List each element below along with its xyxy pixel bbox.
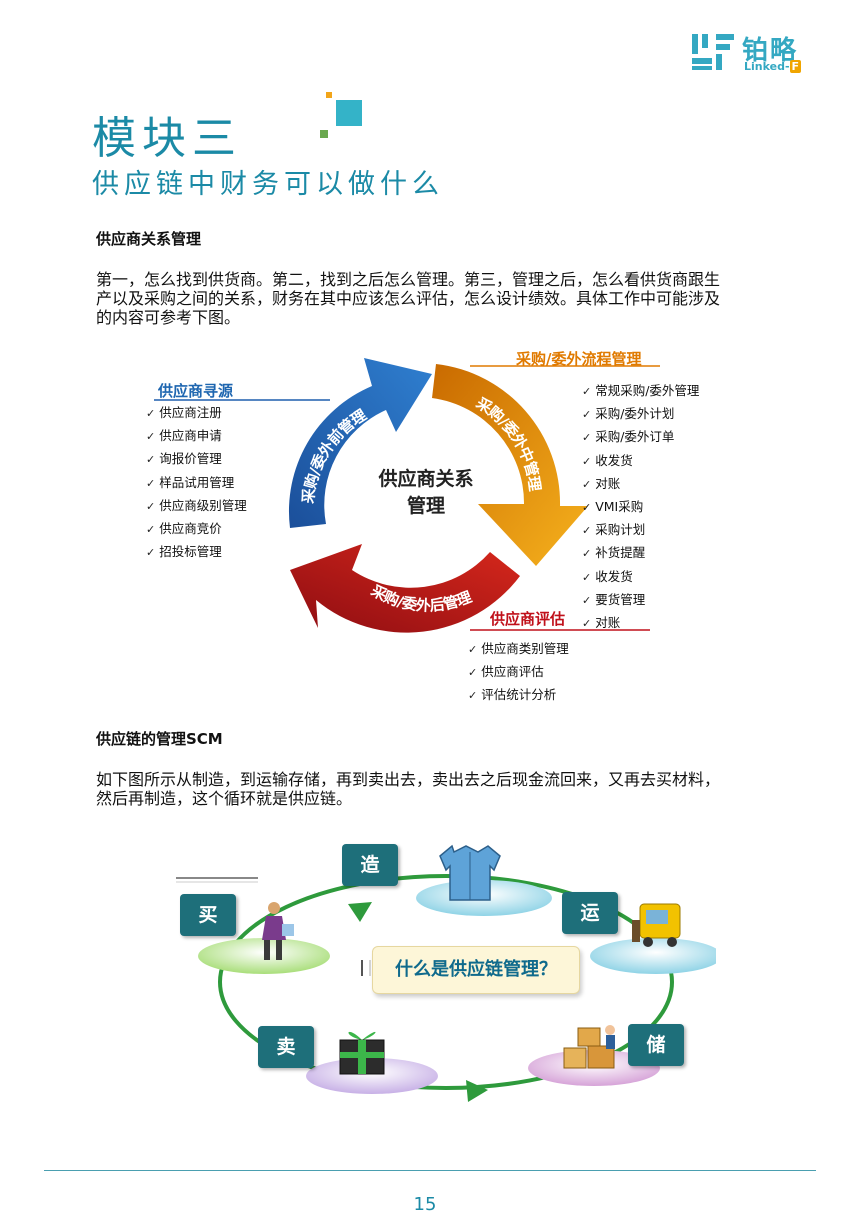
list-item: 评估统计分析 xyxy=(468,684,569,707)
list-item: 收发货 xyxy=(582,566,699,589)
section2-paragraph: 如下图所示从制造，到运输存储，再到卖出去，卖出去之后现金流回来，又再去买材料， … xyxy=(96,770,796,808)
decorative-squares-icon xyxy=(320,92,362,138)
node-make: 造 xyxy=(342,844,398,886)
cycle-path xyxy=(218,874,674,1090)
list-item: 供应商注册 xyxy=(146,402,247,425)
list-title-sourcing: 供应商寻源 xyxy=(158,382,234,400)
list-title-process: 采购/委外流程管理 xyxy=(516,350,642,368)
supplier-relationship-diagram: 采购/委外前管理 采购/委外中管理 采购/委外后管理 供应商关系 管理 供应商寻… xyxy=(140,338,710,708)
delivery-truck-icon xyxy=(632,903,681,947)
list-item: 供应商评估 xyxy=(468,661,569,684)
shopper-icon xyxy=(262,902,294,960)
list-item: 对账 xyxy=(582,612,699,635)
list-item: 采购/委外计划 xyxy=(582,403,699,426)
page-number: 15 xyxy=(413,1194,437,1215)
paragraph-line: 如下图所示从制造，到运输存储，再到卖出去，卖出去之后现金流回来，又再去买材料， xyxy=(96,770,721,789)
logo-mark-icon xyxy=(692,34,734,70)
paragraph-line: 然后再制造，这个循环就是供应链。 xyxy=(96,789,353,808)
brand-logo: 铂略 Linked-F xyxy=(690,32,810,76)
list-item: 询报价管理 xyxy=(146,448,247,471)
supply-chain-cycle-diagram: 造 运 储 卖 买 什么是供应链管理？ xyxy=(176,836,716,1114)
brand-name-cn: 铂略 xyxy=(742,36,799,66)
list-item: 采购计划 xyxy=(582,519,699,542)
sourcing-list: 供应商注册 供应商申请 询报价管理 样品试用管理 供应商级别管理 供应商竞价 招… xyxy=(146,402,247,564)
cycle-graphic xyxy=(176,844,716,1102)
brand-name-en: Linked-F xyxy=(744,60,802,73)
list-title-evaluation: 供应商评估 xyxy=(490,610,566,628)
list-item: 要货管理 xyxy=(582,589,699,612)
list-item: 常规采购/委外管理 xyxy=(582,380,699,403)
section1-paragraph: 第一，怎么找到供货商。第二，找到之后怎么管理。第三，管理之后，怎么看供货商跟生 … xyxy=(96,270,796,327)
evaluation-list: 供应商类别管理 供应商评估 评估统计分析 xyxy=(468,638,569,708)
module-subtitle: 供应链中财务可以做什么 xyxy=(92,169,444,200)
list-item: 供应商竞价 xyxy=(146,518,247,541)
section-heading-scm: 供应链的管理SCM xyxy=(96,730,223,748)
node-sell: 卖 xyxy=(258,1026,314,1068)
paragraph-line: 产以及采购之间的关系，财务在其中应该怎么评估，怎么设计绩效。具体工作中可能涉及 xyxy=(96,289,721,308)
paragraph-line: 第一，怎么找到供货商。第二，找到之后怎么管理。第三，管理之后，怎么看供货商跟生 xyxy=(96,270,721,289)
list-item: 补货提醒 xyxy=(582,542,699,565)
list-item: 招投标管理 xyxy=(146,541,247,564)
center-question: 什么是供应链管理？ xyxy=(372,946,580,994)
arrow-after-purchase xyxy=(290,544,520,633)
node-ship: 运 xyxy=(562,892,618,934)
list-item: 供应商类别管理 xyxy=(468,638,569,661)
footer-divider xyxy=(44,1170,816,1171)
paragraph-line: 的内容可参考下图。 xyxy=(96,308,241,327)
cycle-arrows: 采购/委外前管理 采购/委外中管理 采购/委外后管理 xyxy=(154,358,660,633)
module-title: 模块三 xyxy=(92,113,242,164)
list-item: VMI采购 xyxy=(582,496,699,519)
node-store: 储 xyxy=(628,1024,684,1066)
list-item: 收发货 xyxy=(582,450,699,473)
node-buy: 买 xyxy=(180,894,236,936)
shirt-icon xyxy=(439,844,501,901)
arrow-during-purchase xyxy=(432,364,588,566)
list-item: 供应商级别管理 xyxy=(146,495,247,518)
diagram-center-label: 供应商关系 管理 xyxy=(378,468,474,517)
section-heading-supplier: 供应商关系管理 xyxy=(96,230,202,248)
arrow-before-purchase xyxy=(288,358,432,528)
list-item: 对账 xyxy=(582,473,699,496)
list-item: 样品试用管理 xyxy=(146,472,247,495)
list-item: 采购/委外订单 xyxy=(582,426,699,449)
process-list: 常规采购/委外管理 采购/委外计划 采购/委外订单 收发货 对账 VMI采购 采… xyxy=(582,380,699,635)
list-item: 供应商申请 xyxy=(146,425,247,448)
warehouse-boxes-icon xyxy=(563,1025,615,1069)
gift-box-icon xyxy=(339,1031,385,1075)
